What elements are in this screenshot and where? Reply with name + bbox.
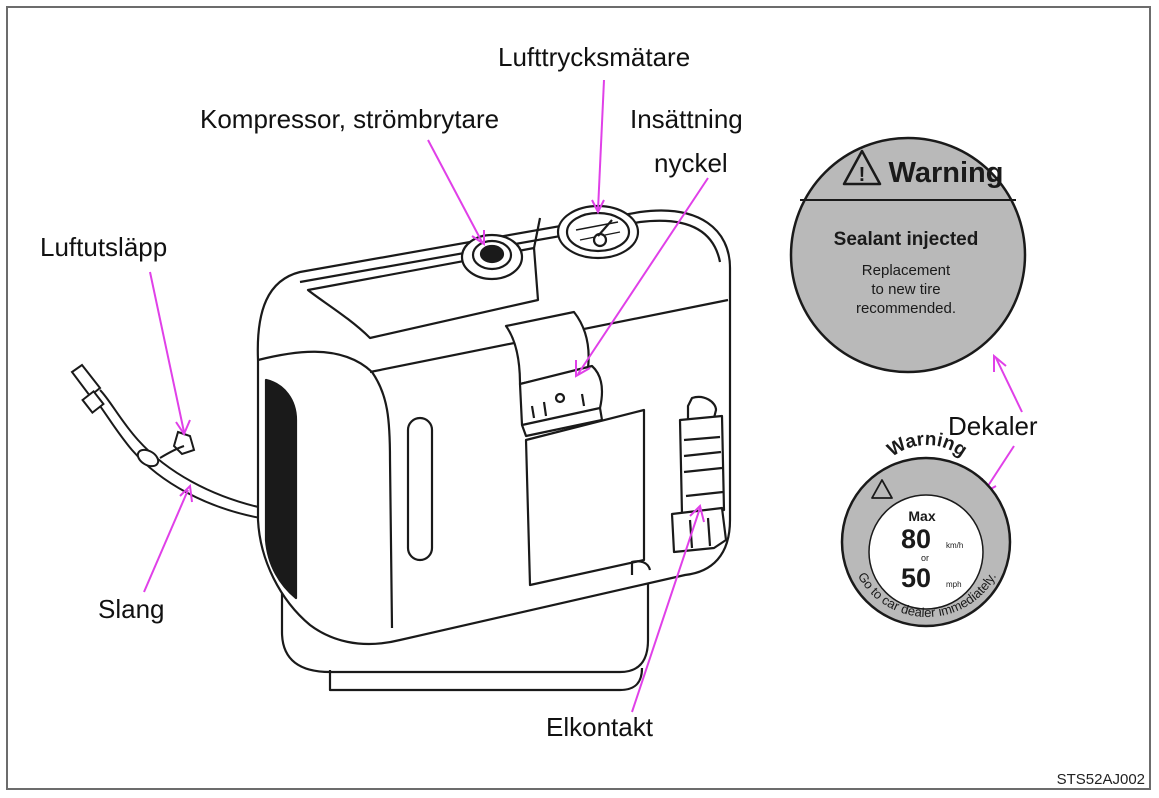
label-key-insert-line2: nyckel [654, 148, 728, 178]
compressor-switch [460, 233, 524, 281]
svg-text:!: ! [859, 164, 866, 186]
decal-small-max: Max [908, 508, 935, 524]
label-air-outlet: Luftutsläpp [40, 232, 168, 262]
decal-large-line2: to new tire [871, 281, 940, 298]
air-outlet-part [159, 430, 196, 459]
label-key-insert-line1: Insättning [630, 104, 743, 134]
decal-large-line1: Replacement [862, 262, 951, 279]
decal-large: ! Warning Sealant injected Replacement t… [789, 136, 1027, 374]
decal-small-unit2: mph [946, 580, 962, 589]
key-strap [504, 310, 604, 438]
hose [70, 363, 273, 521]
label-pressure-gauge: Lufttrycksmätare [498, 42, 691, 72]
warning-triangle-small-icon [871, 479, 893, 499]
label-compressor-switch: Kompressor, strömbrytare [200, 104, 500, 134]
warning-triangle-icon: ! [842, 149, 882, 186]
power-plug [670, 395, 728, 554]
decal-small-speed2: 50 [901, 563, 931, 593]
label-decals: Dekaler [948, 411, 1038, 441]
decal-large-heading: Warning [889, 157, 1004, 189]
decal-large-line3: recommended. [856, 300, 956, 317]
decal-large-title: Sealant injected [834, 229, 979, 250]
decal-small-unit1: km/h [946, 541, 963, 550]
label-power-plug: Elkontakt [546, 712, 653, 742]
pressure-gauge [556, 204, 640, 260]
decal-small: Warning Max 80 km/h or 50 mph Go to car … [840, 429, 1012, 628]
compressor-body [256, 209, 732, 692]
label-hose: Slang [98, 594, 165, 624]
figure-code: STS52AJ002 [1056, 771, 1145, 788]
decal-small-or: or [921, 553, 929, 563]
decal-small-speed1: 80 [901, 524, 931, 554]
